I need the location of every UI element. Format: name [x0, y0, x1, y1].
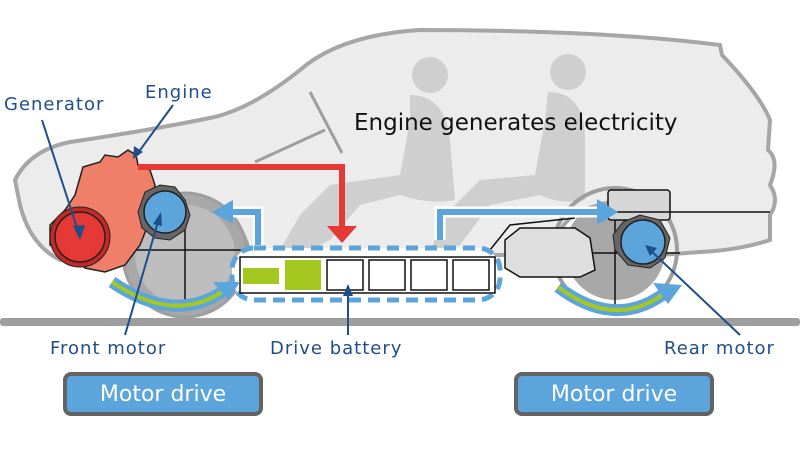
battery-cell-empty: [410, 259, 448, 291]
engine-label: Engine: [145, 82, 213, 103]
battery-cell-empty: [368, 259, 406, 291]
leader-arrowheads: [73, 146, 657, 296]
drive-battery-label: Drive battery: [270, 338, 403, 359]
front-motor-drive-badge: Motor drive: [63, 372, 263, 416]
front-drive-arrow: [212, 200, 264, 245]
rear-motor-label: Rear motor: [664, 338, 775, 359]
front-motor-label: Front motor: [50, 338, 167, 359]
rear-motor-drive-badge: Motor drive: [514, 372, 714, 416]
steering-wheel: [254, 91, 344, 164]
battery-cell-charged: [285, 260, 321, 290]
battery-cell-empty: [452, 259, 490, 291]
rear-drive-arrow: [434, 199, 618, 240]
ground-line: [0, 318, 800, 326]
rear-axle-housing: [489, 217, 576, 251]
battery-cell-charged: [243, 268, 279, 284]
rear-drive-unit: [504, 227, 596, 278]
diagram-title: Engine generates electricity: [354, 110, 678, 136]
power-flow-arrow: [138, 164, 357, 243]
front-rotation-arrow: [108, 277, 240, 312]
leader-lines: [41, 104, 741, 336]
rear-rotation-arrow: [554, 282, 682, 316]
generator-label: Generator: [4, 94, 105, 115]
battery-cell-empty: [326, 259, 364, 291]
drive-battery: [229, 245, 503, 303]
